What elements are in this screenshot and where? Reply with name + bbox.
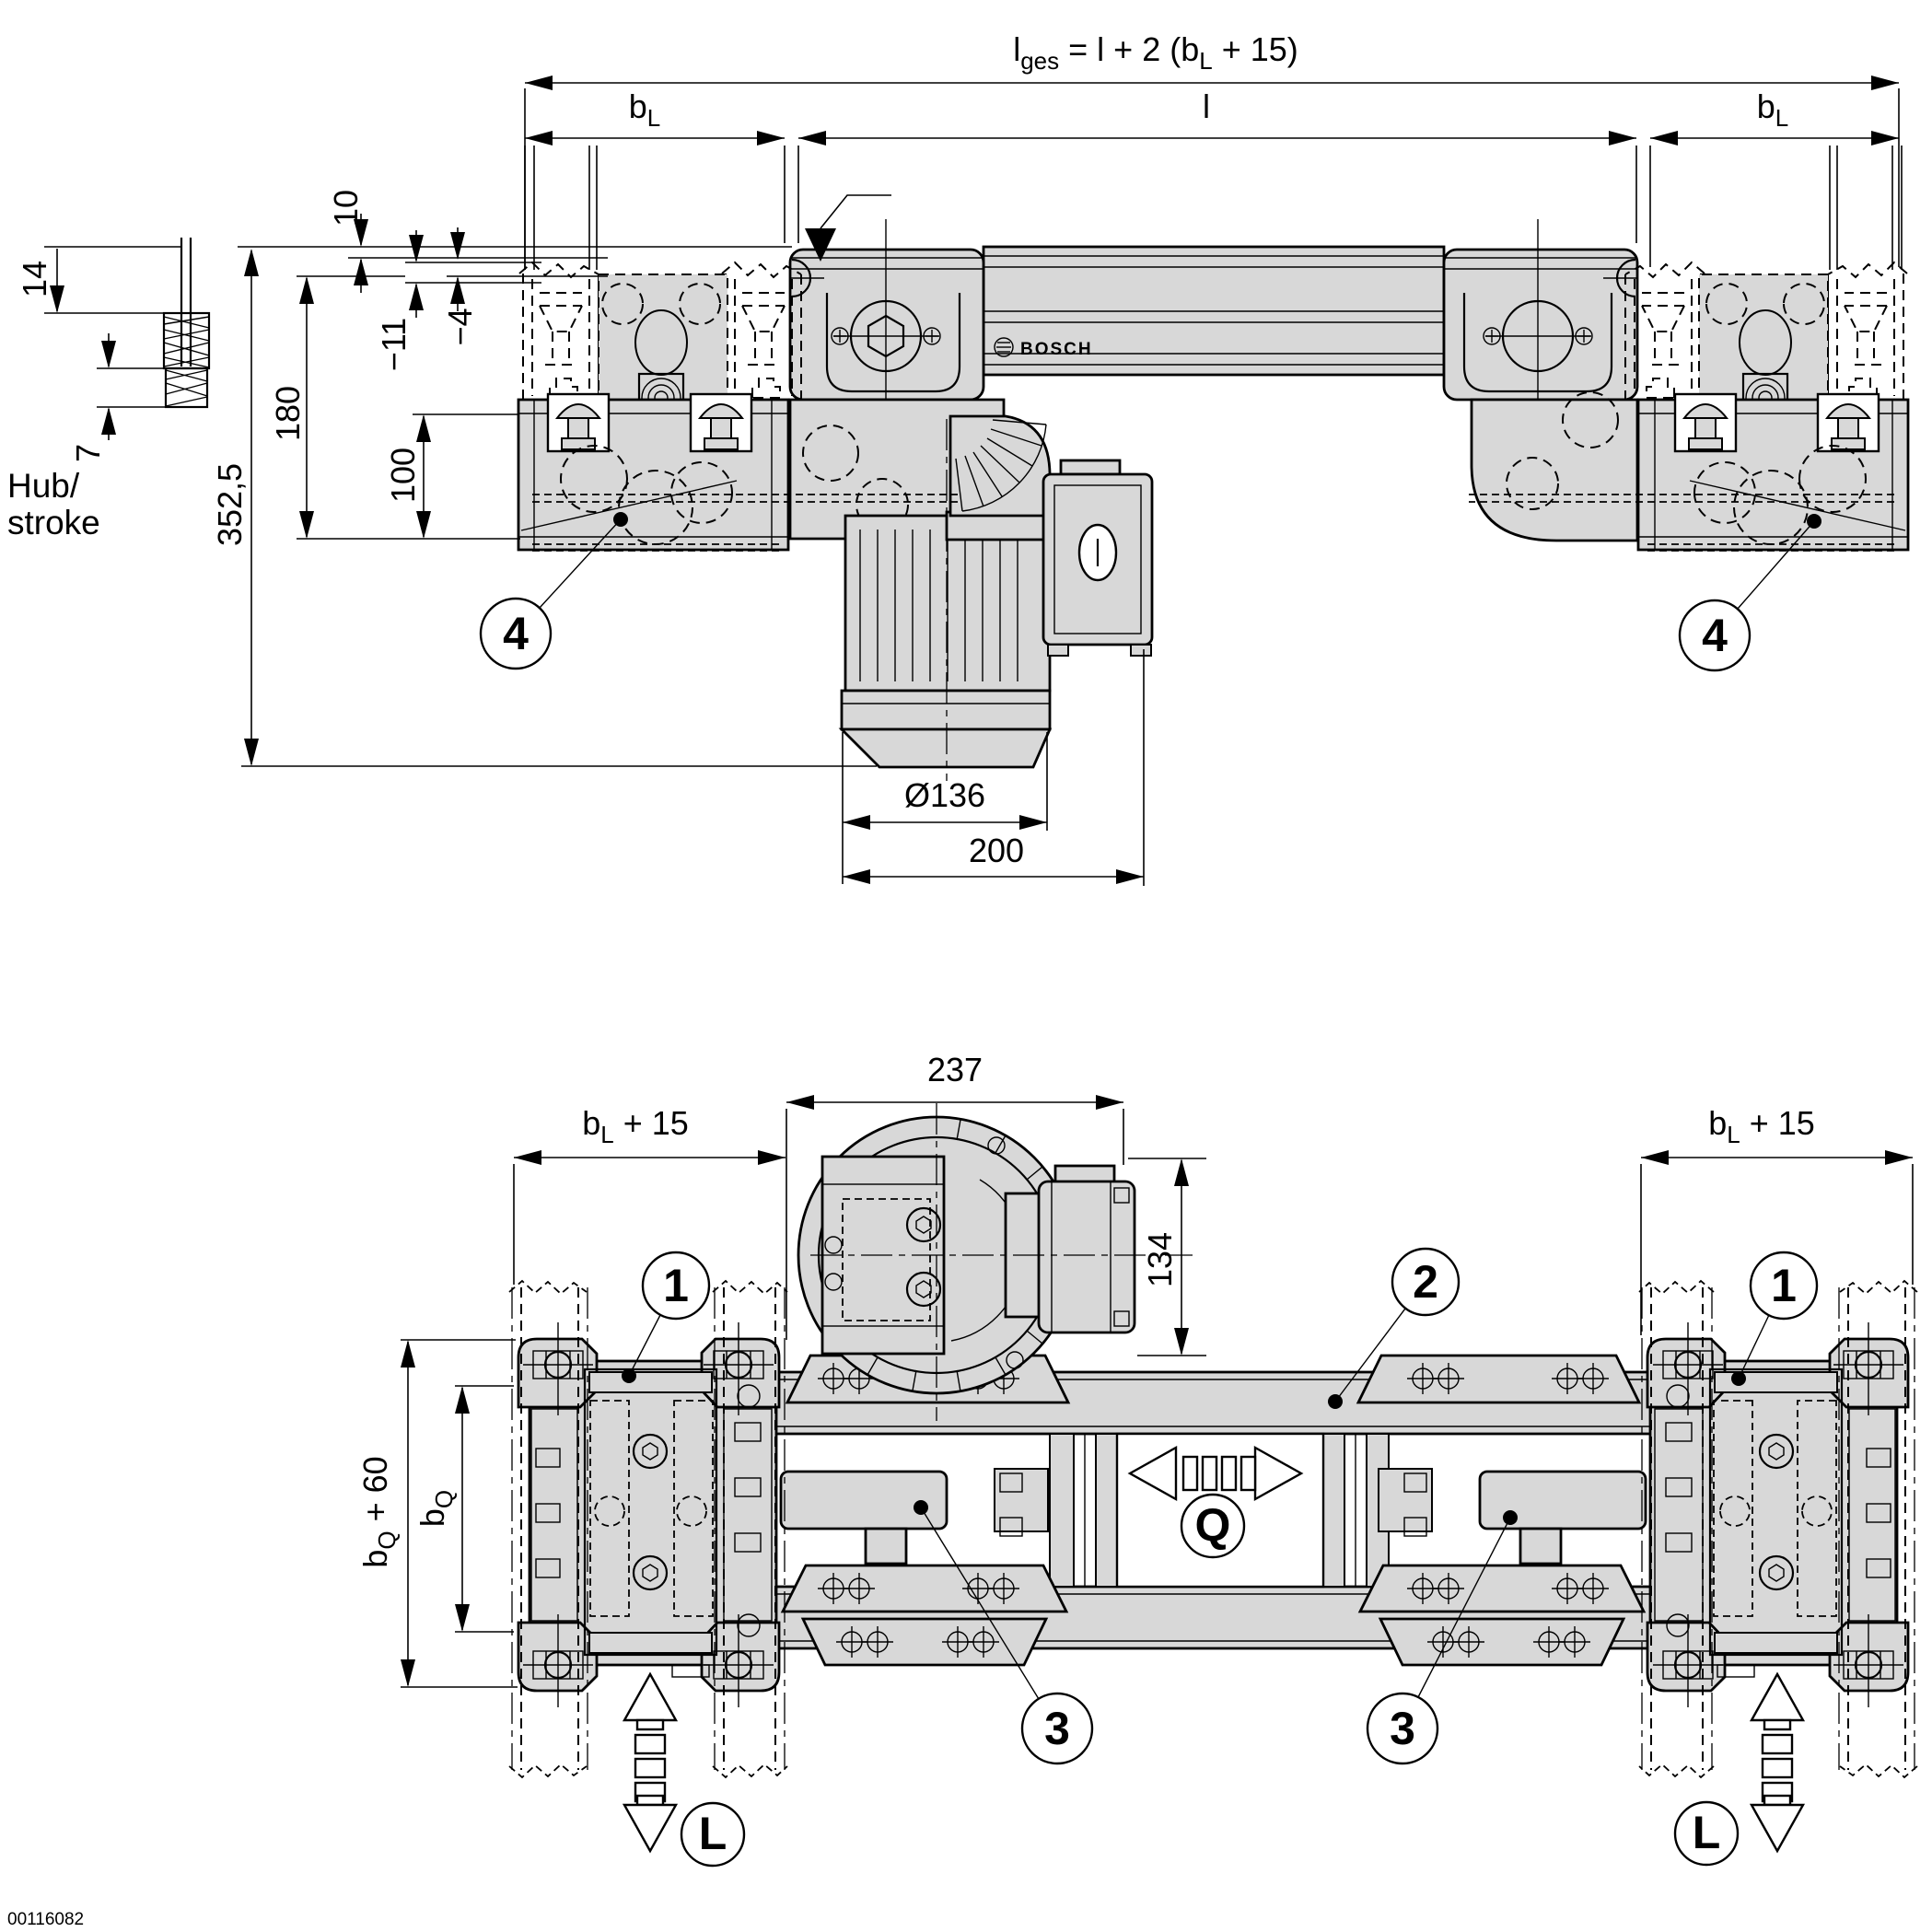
dim-bq: bQ	[413, 1490, 458, 1527]
junction-box-tab	[1059, 459, 1122, 476]
dim-minus-4: −4	[441, 308, 479, 345]
dim-diameter-136: Ø136	[904, 776, 985, 814]
dim-10: 10	[327, 190, 365, 227]
balloon-q: Q	[1195, 1499, 1231, 1551]
right-connection-plates	[1358, 1356, 1646, 1665]
dim-overall-formula: lges = l + 2 (bL + 15)	[1013, 30, 1298, 75]
left-plan-carriage	[518, 1322, 779, 1707]
balloon-1-left: 1	[663, 1260, 689, 1311]
dim-minus-11: −11	[375, 318, 413, 371]
dim-200: 200	[969, 832, 1024, 869]
balloon-4-left: 4	[503, 608, 529, 659]
transverse-rail-beam: BOSCH	[982, 245, 1446, 377]
dim-7: 7	[69, 444, 107, 462]
bottom-view-balloons: 1 1 2 3 3	[622, 1247, 1819, 1765]
dim-bl-right: bL	[1757, 87, 1789, 132]
dim-100: 100	[384, 448, 422, 503]
balloon-1-right: 1	[1771, 1260, 1797, 1311]
top-view-dimensions: lges = l + 2 (bL + 15) bL l bL 352,5 180…	[211, 30, 1900, 886]
dim-bq60: bQ + 60	[356, 1456, 401, 1567]
bosch-logo-icon: BOSCH	[994, 337, 1093, 359]
motor-elevation	[838, 414, 1154, 781]
balloon-2: 2	[1413, 1256, 1438, 1308]
dim-bl-left: bL	[629, 87, 661, 132]
dim-237: 237	[927, 1051, 983, 1088]
motor-plan	[797, 1103, 1193, 1421]
balloon-3-right: 3	[1390, 1703, 1415, 1754]
document-number: 00116082	[7, 1910, 84, 1929]
top-view-elevation: BOSCH	[7, 30, 1908, 886]
bottom-view-plan: Q L L 237 134 bL	[356, 1051, 1918, 1868]
q-direction-arrow: Q	[1127, 1445, 1304, 1559]
bottom-view-dimensions: 237 134 bL + 15 bL + 15 bQ + 60 bQ	[356, 1051, 1914, 1688]
balloon-4-right: 4	[1702, 610, 1728, 661]
stroke-detail: 14 7 Hub/ stroke	[7, 238, 211, 541]
dim-l: l	[1203, 87, 1210, 125]
hub-stroke-label-2: stroke	[7, 504, 100, 541]
right-plan-carriage	[1647, 1322, 1908, 1707]
hub-stroke-label-1: Hub/	[7, 467, 80, 505]
dim-134: 134	[1141, 1232, 1179, 1287]
l-direction-arrow-left: L	[622, 1671, 746, 1868]
idler-head	[1442, 219, 1639, 542]
dim-352-5: 352,5	[211, 463, 249, 546]
datum-triangle-marker	[805, 228, 836, 262]
dim-180: 180	[269, 386, 307, 441]
balloon-l-right: L	[1693, 1807, 1721, 1858]
dim-14: 14	[16, 261, 53, 297]
bosch-logo-text: BOSCH	[1020, 340, 1093, 359]
dim-bl15-right: bL + 15	[1708, 1104, 1815, 1148]
top-view-balloons: 4 4	[479, 512, 1821, 672]
balloon-3-left: 3	[1044, 1703, 1070, 1754]
balloon-l-left: L	[699, 1808, 727, 1859]
gearbox-bell	[949, 414, 1052, 518]
l-direction-arrow-right: L	[1673, 1671, 1806, 1867]
dim-bl15-left: bL + 15	[582, 1104, 689, 1148]
